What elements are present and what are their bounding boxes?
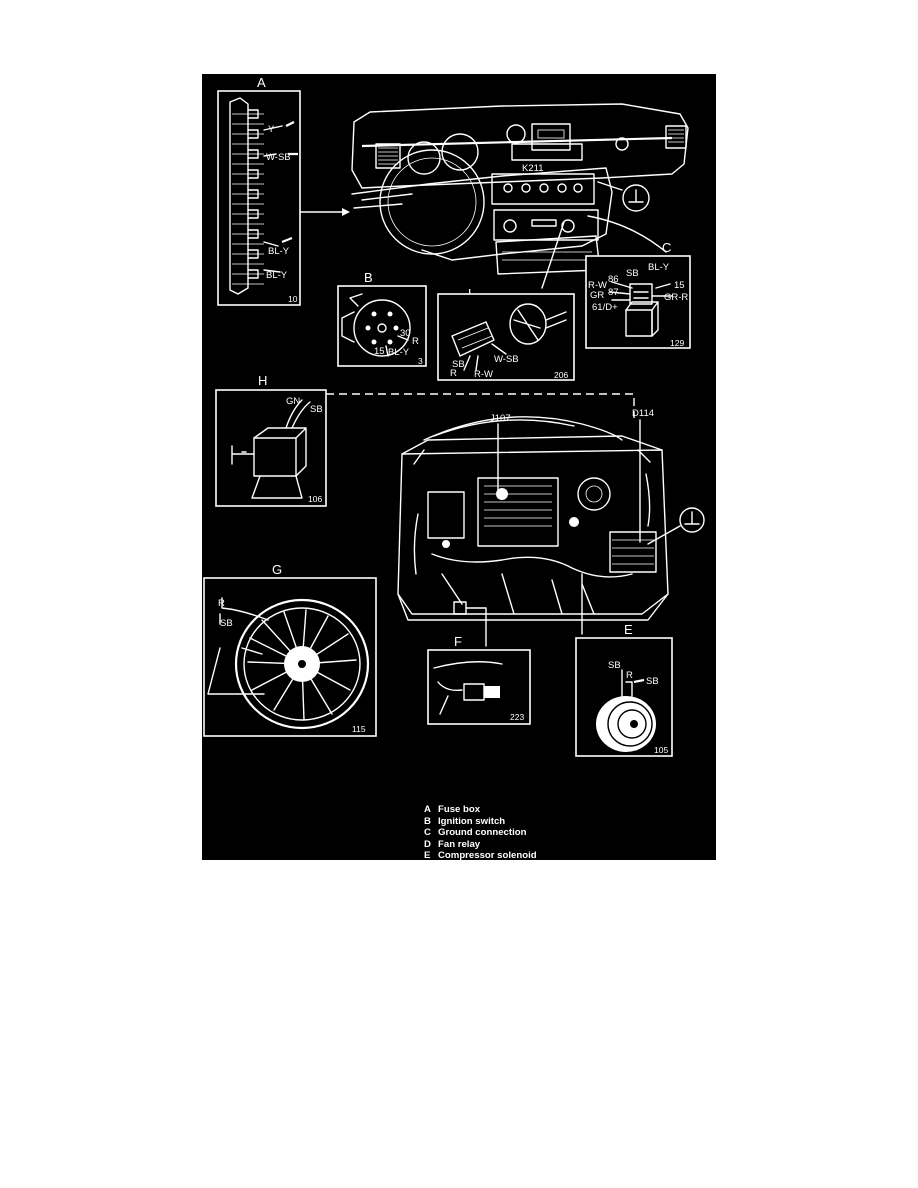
leader-line: [465, 607, 487, 647]
legend-text: Ground connection: [438, 827, 527, 839]
part-number: 129: [670, 338, 684, 348]
wire-label: BL-Y: [266, 270, 288, 281]
wire-label: R-W: [588, 280, 607, 291]
leader-line: [597, 181, 623, 191]
connector-plug: [451, 321, 495, 357]
panel-e-compressor-solenoid: E SB R SB 105: [575, 622, 673, 757]
ground-symbol-icon: [679, 507, 705, 533]
callout-k: K211: [522, 163, 543, 174]
switch-knob: [509, 303, 547, 345]
wire-label: SB: [452, 359, 465, 370]
panel-b-letter: B: [364, 270, 373, 285]
panel-f-pressure-sensor: F 223: [427, 634, 531, 725]
wire-label: SB: [220, 618, 233, 629]
compressor-clutch: [596, 696, 656, 752]
legend-text: Fan relay: [438, 838, 481, 850]
wire-label: GR-R: [664, 292, 688, 303]
fan-shroud: [234, 598, 370, 730]
panel-g-letter: G: [272, 562, 282, 577]
panel-l-frame: [437, 293, 575, 381]
valve-body: [253, 437, 297, 477]
arrow-icon: [281, 121, 298, 244]
wire-label: W-SB: [266, 152, 291, 163]
wire-label: R: [218, 598, 225, 609]
wire-label: SB: [646, 676, 659, 687]
leader-line-dashed: [326, 393, 635, 418]
panel-l-heater-fan-switch: L SB W-SB R R-W 206: [437, 286, 575, 381]
legend-item: E Compressor solenoid: [424, 850, 716, 860]
part-number: 10: [288, 294, 298, 304]
wire-label: 15: [374, 346, 385, 357]
panel-h-frame: [215, 389, 327, 507]
wire-label: 86: [608, 274, 619, 285]
wiring-location-diagram: A Y W-SB BL-Y BL-Y 10: [202, 74, 716, 860]
wire-label: GR: [590, 290, 604, 301]
wire-label: 87: [608, 287, 619, 298]
legend-key: B: [424, 815, 431, 827]
engine-bay-illustration: [397, 416, 669, 621]
ground-symbol-icon: [622, 184, 650, 212]
diagram-canvas: A Y W-SB BL-Y BL-Y 10: [203, 75, 705, 757]
wire-label: Y: [268, 124, 275, 135]
wire-label: R-W: [474, 369, 493, 380]
legend-item: C Ground connection: [424, 827, 716, 839]
panel-a-fuse-box: A Y W-SB BL-Y BL-Y 10: [217, 75, 301, 306]
callout-d: D114: [632, 408, 654, 419]
dashboard-illustration: [351, 103, 689, 275]
wire-label: R: [626, 670, 633, 681]
panel-c-letter: C: [662, 240, 671, 255]
legend-text: Ignition switch: [438, 815, 506, 827]
panel-g-electric-fan: G R SB 115: [203, 562, 377, 737]
leader-line: [541, 221, 565, 289]
panel-h-letter: H: [258, 373, 267, 388]
fuse-wires: [263, 125, 283, 273]
legend-text: Compressor solenoid: [438, 850, 537, 860]
legend-item: B Ignition switch: [424, 816, 716, 828]
part-number: 106: [308, 494, 322, 504]
leader-line: [647, 525, 681, 545]
pressure-sensor-marker: [453, 601, 467, 615]
wire-label: R: [412, 336, 419, 347]
fan-blades: [247, 609, 357, 721]
legend-item: D Fan relay: [424, 839, 716, 851]
part-number: 223: [510, 712, 524, 722]
legend-key: E: [424, 850, 431, 860]
legend-item: A Fuse box: [424, 804, 716, 816]
legend-key: C: [424, 827, 431, 839]
wire-label: SB: [310, 404, 323, 415]
legend-key: A: [424, 804, 431, 815]
legend-key: D: [424, 838, 431, 850]
wire-label: SB: [626, 268, 639, 279]
wire-label: W-SB: [494, 354, 519, 365]
wire-label: GN: [286, 396, 300, 407]
leader-line: [587, 215, 667, 253]
legend-text: Fuse box: [438, 804, 481, 815]
wire-label: BL-Y: [388, 347, 410, 358]
fuse-row: [232, 109, 264, 285]
wire-label: SB: [608, 660, 621, 671]
panel-f-letter: F: [454, 634, 462, 649]
part-number: 206: [554, 370, 568, 380]
panel-e-letter: E: [624, 622, 633, 637]
wire-label: BL-Y: [268, 246, 290, 257]
arrow-icon: [342, 208, 350, 216]
part-number: 115: [352, 724, 366, 734]
fuse-box-body: [229, 97, 249, 295]
panel-a-letter: A: [257, 75, 266, 90]
wire-label: 15: [674, 280, 685, 291]
wire-label: 61/D+: [592, 302, 618, 313]
part-number: 3: [418, 356, 423, 366]
panel-b-ignition-switch: B 30 R 15 BL-Y 3: [337, 270, 427, 367]
wire-label: R: [450, 368, 457, 379]
wire-label: BL-Y: [648, 262, 670, 273]
panel-h-solenoid-valve: H GN SB 106: [215, 373, 327, 507]
part-number: 105: [654, 745, 668, 755]
callout-j: J107: [490, 413, 511, 424]
wire-label: 30: [400, 328, 411, 339]
panel-c-ground-connection: C SB BL-Y 86 R-W 15 GR 87 GR-R 61/D+ 129: [585, 240, 691, 349]
switch-body: [353, 299, 411, 357]
